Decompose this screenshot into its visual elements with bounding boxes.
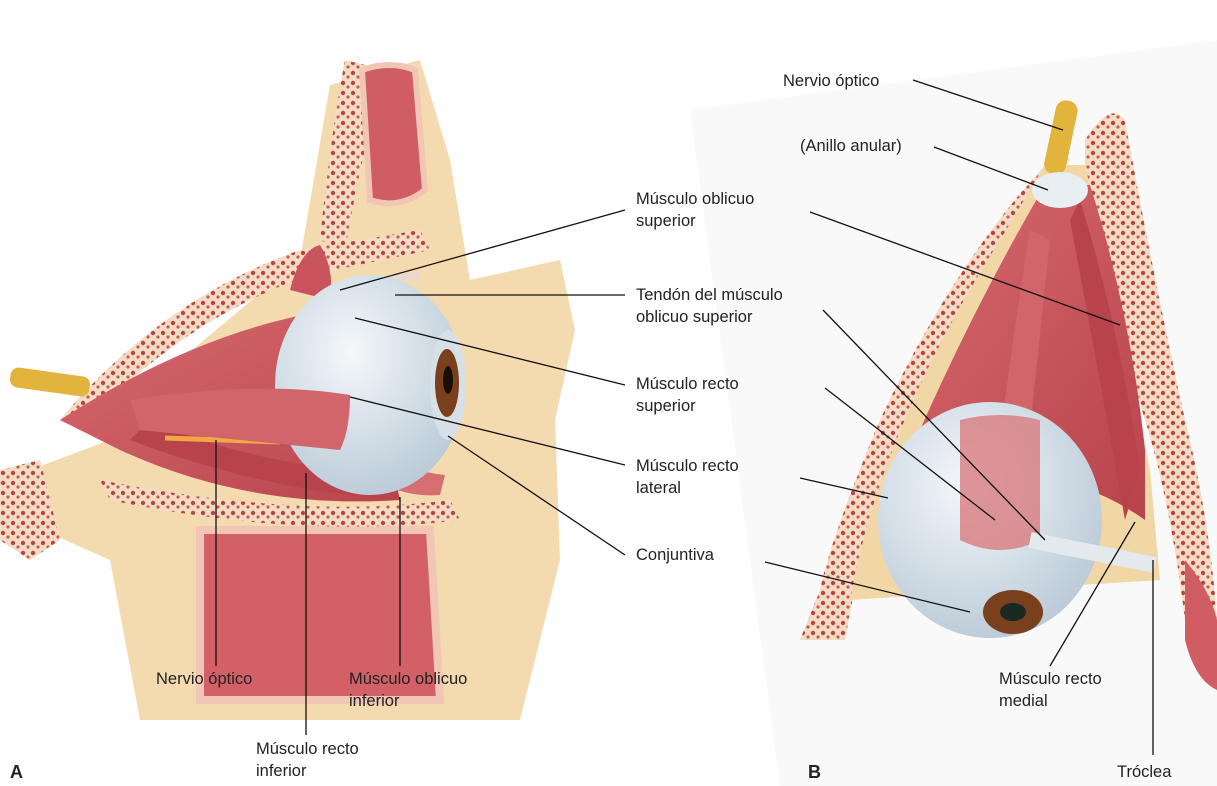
panel-a-letter: A bbox=[10, 762, 23, 783]
label-inferior-oblique: Músculo oblicuo inferior bbox=[349, 668, 467, 712]
panel-b-letter: B bbox=[808, 762, 821, 783]
annulus-b bbox=[1032, 172, 1088, 208]
label-lateral-rectus: Músculo recto lateral bbox=[636, 455, 739, 499]
pupil-b bbox=[1000, 603, 1026, 621]
label-superior-oblique-tendon: Tendón del músculo oblicuo superior bbox=[636, 284, 783, 328]
label-inferior-rectus: Músculo recto inferior bbox=[256, 738, 359, 782]
panel-a-illustration bbox=[0, 60, 575, 720]
frontal-sinus-a bbox=[362, 65, 425, 203]
globe-muscle-insertion-b bbox=[960, 415, 1040, 550]
optic-nerve-a bbox=[9, 367, 91, 398]
label-medial-rectus: Músculo recto medial bbox=[999, 668, 1102, 712]
label-optic-nerve-b: Nervio óptico bbox=[783, 70, 879, 92]
label-trochlea: Tróclea bbox=[1117, 761, 1171, 783]
label-superior-oblique: Músculo oblicuo superior bbox=[636, 188, 754, 232]
pupil-a bbox=[443, 366, 453, 394]
panel-b-illustration bbox=[690, 40, 1217, 786]
label-annulus: (Anillo anular) bbox=[800, 135, 902, 157]
label-conjunctiva: Conjuntiva bbox=[636, 544, 714, 566]
label-optic-nerve-a: Nervio óptico bbox=[156, 668, 252, 690]
label-superior-rectus: Músculo recto superior bbox=[636, 373, 739, 417]
